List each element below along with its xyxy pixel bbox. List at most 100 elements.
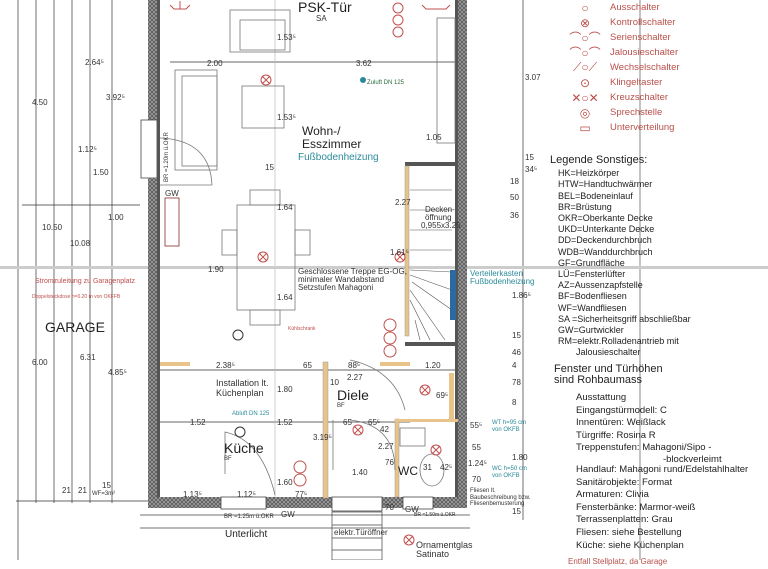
psk-door-label: PSK-Tür (298, 0, 352, 15)
dim: 31 (423, 463, 432, 472)
walls (140, 0, 467, 512)
glass-label: Satinato (416, 549, 449, 559)
legend-entry: AZ=Aussenzapfstelle (558, 280, 643, 291)
dim: 1.50 (93, 168, 109, 177)
dim: 1.52 (277, 418, 293, 427)
legend-item: ✕○✕Kreuzschalter (560, 90, 680, 105)
ceiling-opening-size: 0,955x3.25 (421, 221, 461, 230)
stairs-note: minimaler Wandabstand (298, 275, 384, 284)
dim: 10 (330, 378, 339, 387)
notes-item: Küche: siehe Küchenplan (576, 539, 684, 551)
dim: 4.85⁵ (108, 368, 127, 377)
dim: 1.13⁵ (183, 490, 202, 499)
staircase (409, 189, 453, 341)
legend-entry: GW=Gurtwickler (558, 325, 624, 336)
notes-heading: Ausstattung (576, 392, 627, 403)
room-label-kueche: Küche (224, 440, 264, 456)
wall-tiles-label: WF=3m² (92, 491, 115, 497)
dim: 1.53⁵ (277, 113, 296, 122)
dim: 1.80 (277, 385, 293, 394)
ausschalter-icon: ○ (581, 0, 589, 15)
dim: 1.12⁵ (237, 490, 256, 499)
dim: 1.64 (277, 203, 293, 212)
notes-item: Handlauf: Mahagoni rund/Edelstahlhalter (576, 463, 749, 475)
room-label-wc: WC (398, 464, 418, 478)
notes-item: Türgriffe: Rosina R (576, 429, 656, 441)
dim: 10.08 (70, 239, 91, 248)
notes-item: -blockverleimt (663, 453, 722, 465)
kontrollschalter-icon: ⊗ (579, 15, 591, 30)
unterlicht-label: Unterlicht (225, 529, 267, 540)
diele-floor-label: BF (337, 403, 345, 409)
dim: 18 (510, 177, 519, 186)
dim: 1.52 (190, 418, 206, 427)
dim: 88⁵ (348, 361, 360, 370)
legend-label: Wechselschalter (610, 62, 680, 73)
dim: 2.27 (395, 198, 411, 207)
dim: 77⁵ (295, 490, 307, 499)
dim: 2.00 (207, 59, 223, 68)
room-label-diele: Diele (337, 387, 369, 403)
dim: 2.64⁵ (85, 58, 104, 67)
gw-label: GW (165, 189, 179, 198)
dim: 2.38⁵ (216, 361, 235, 370)
sill-height-note: BR =1.25m ü.OKR (224, 514, 275, 520)
notes-item: Innentüren: Weißlack (576, 417, 666, 429)
fridge-note: Kühlschrank (288, 326, 316, 332)
dim: 1.90 (208, 265, 224, 274)
ceiling-opening-label: Decken- (425, 205, 455, 214)
legend-label: Serienschalter (610, 32, 671, 43)
dim: 42 (380, 425, 389, 434)
zuluft-icon (360, 77, 366, 83)
kreuzschalter-icon: ✕○✕ (571, 90, 599, 105)
installation-note: Installation lt. (216, 378, 269, 388)
outlet-note: Doppelsteckdose h=0.20 m von OKFFB (32, 294, 121, 300)
zuluft-label: Zuluft DN 125 (367, 80, 405, 86)
kueche-floor-label: BF (224, 456, 232, 462)
dim: 2.27 (378, 442, 394, 451)
sill-height-note: BR =1.20m ü.OKR (164, 131, 170, 182)
legend-label: Sprechstelle (610, 107, 663, 118)
dim: 65 (303, 361, 312, 370)
notes-title: sind Rohbaumass (554, 374, 643, 386)
kitchen-outlet-marker (232, 329, 244, 341)
notes-item: Armaturen: Clivia (576, 489, 649, 501)
room-label-wohnzimmer: Wohn-/ (302, 124, 341, 138)
dim: 55⁵ (470, 421, 482, 430)
room-label-garage: GARAGE (45, 319, 105, 335)
manifold-label: Fußbodenheizung (470, 277, 535, 286)
parking-note: Entfall Stellplatz, da Garage (568, 557, 668, 567)
notes-title: Fenster und Türhöhen (554, 363, 663, 375)
dim: 15 (512, 507, 521, 516)
dim: 1.24⁵ (468, 459, 487, 468)
dim: 1.61⁵ (390, 248, 409, 257)
dim: 15 (512, 331, 521, 340)
tiles-note: Fliesen lt. Baubeschreibung bzw. Fliesen… (470, 488, 531, 507)
scan-seam (0, 266, 768, 269)
heating-label: Fußbodenheizung (298, 152, 379, 163)
dim: 8 (512, 398, 517, 407)
legend-entry: RM=elektr.Rolladenantrieb mit (558, 336, 679, 347)
legend-entry: UKD=Unterkante Decke (558, 224, 655, 235)
dim: 65⁵ (368, 418, 380, 427)
legend-entry: BEL=Bodeneinlauf (558, 190, 633, 201)
dim: 3.19⁵ (313, 433, 332, 442)
legend-item: ⊗Kontrollschalter (560, 15, 680, 30)
dim: 78 (512, 378, 521, 387)
dim: 6.00 (32, 358, 48, 367)
legend-label: Jalousieschalter (610, 47, 679, 58)
legend-entry: WDB=Wanddurchbruch (558, 246, 653, 257)
installation-note: Küchenplan (216, 388, 264, 398)
dim: 1.12⁵ (78, 145, 97, 154)
legend-label: Unterverteilung (610, 122, 675, 133)
stairs-note: Geschlossene Treppe EG-OG, (298, 267, 407, 276)
dim: 1.80 (512, 453, 528, 462)
power-line-note: Stromzuleitung zu Garagenplatz (35, 278, 135, 285)
dim: 3.07 (525, 73, 541, 82)
klingeltaster-icon: ⊙ (579, 75, 591, 90)
legend-item: ◎Sprechstelle (560, 105, 680, 120)
switch-legend: ○Ausschalter ⊗Kontrollschalter ⌒○⌒Serien… (560, 0, 680, 135)
dim: 1.20 (425, 361, 441, 370)
